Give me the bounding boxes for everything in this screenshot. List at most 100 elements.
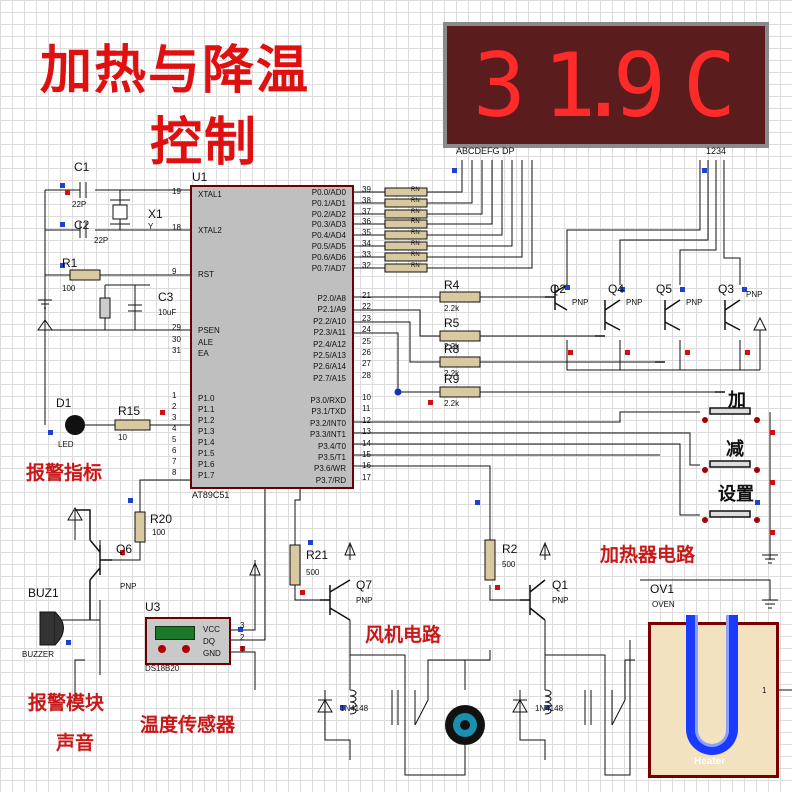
mcu-pin-number: 8	[172, 468, 177, 477]
mcu-pin-name: P3.7/RD	[315, 475, 346, 485]
mcu-pin-name: P3.0/RXD	[310, 396, 346, 405]
mcu-pin-name: P0.6/AD6	[311, 252, 346, 262]
r1-val: 100	[62, 284, 76, 293]
digit-4: C	[683, 34, 736, 137]
mcu-ref: U1	[192, 170, 208, 184]
mcu-pin-number: 37	[362, 206, 371, 216]
mcu-pin-number: 25	[362, 336, 371, 346]
button-set[interactable]: 设置	[718, 484, 754, 505]
mcu-pin-name: P2.0/A8	[317, 294, 346, 303]
q5-val: PNP	[686, 298, 703, 307]
resistor-pack-mark: RN	[411, 241, 420, 247]
mcu-pin-number: 21	[362, 291, 371, 300]
button-subtract[interactable]: 减	[726, 439, 744, 460]
heater-label: Heater	[694, 756, 726, 767]
mcu-pin-name: P1.0	[198, 394, 215, 403]
resistor-pack-mark: RN	[411, 262, 420, 269]
mcu-pin-number: 36	[362, 217, 371, 227]
mcu-pin-name: P2.2/A10	[313, 316, 346, 326]
button-add[interactable]: 加	[728, 390, 746, 411]
mcu-pin-name: XTAL1	[198, 190, 222, 199]
mcu-pin-name: P0.7/AD7	[311, 263, 346, 273]
mcu-pin-name: P0.2/AD2	[311, 209, 346, 219]
mcu-pin-number: 24	[362, 325, 371, 335]
label-alarm-indicator: 报警指标	[26, 462, 103, 484]
ds18b20-num-1: 1	[240, 645, 245, 654]
segment-pin-label: ABCDEFG DP	[456, 146, 515, 156]
r15-val: 10	[118, 433, 127, 442]
r20-val: 100	[152, 528, 166, 537]
mcu-pin-name: P0.0/AD0	[311, 188, 346, 197]
q7-ref: Q7	[356, 578, 373, 592]
mcu-pin-number: 7	[172, 457, 177, 466]
mcu-pin-number: 16	[362, 461, 371, 471]
r15-ref: R15	[118, 404, 141, 418]
mcu-pin-name: P0.3/AD3	[311, 220, 346, 230]
title-line-1: 加热与降温	[40, 41, 311, 101]
ds18b20-num-2: 2	[240, 633, 245, 642]
mcu-pin-number: 34	[362, 239, 371, 248]
d1-ref: D1	[56, 396, 72, 410]
mcu-pin-name: P3.5/T1	[317, 453, 346, 462]
mcu-pin-name: P1.2	[198, 416, 215, 425]
mcu-pin-number: 26	[362, 348, 371, 357]
q7-val: PNP	[356, 596, 373, 605]
label-alarm-sound-2: 声音	[56, 732, 95, 754]
ds18b20-window	[155, 626, 195, 640]
ov1-val: OVEN	[652, 600, 675, 609]
ds18b20-btn-2[interactable]	[182, 645, 190, 653]
mcu-pin-number: 15	[362, 450, 371, 459]
mcu-pin-number: 12	[362, 415, 371, 425]
x1-ref: X1	[148, 207, 163, 221]
q2-ref: Q2	[550, 282, 567, 296]
mcu-pin-name: P0.5/AD5	[311, 242, 346, 251]
seven-segment-display[interactable]: 3 1 . 9 C	[443, 22, 769, 148]
label-fan-circuit: 风机电路	[365, 624, 442, 646]
ov1-ref: OV1	[650, 582, 675, 596]
resistor-pack-mark: RN	[411, 219, 420, 226]
digit-1: 3	[473, 34, 526, 137]
mcu-pin-number: 30	[172, 335, 181, 344]
x1-val: Y	[148, 222, 154, 231]
buz1-ref: BUZ1	[28, 586, 59, 600]
mcu-pin-name: P2.1/A9	[317, 305, 346, 315]
ds18b20-btn-1[interactable]	[158, 645, 166, 653]
mcu-pin-name: P1.4	[198, 438, 215, 447]
q3-val: PNP	[746, 290, 763, 299]
ds18b20-pin-dq: DQ	[203, 637, 215, 646]
d1-val: LED	[58, 440, 74, 449]
mcu-pin-number: 1	[172, 391, 177, 400]
mcu-pin-name: P3.1/TXD	[311, 407, 346, 417]
oven-pin: 1	[762, 686, 767, 695]
c2-ref: C2	[74, 218, 90, 232]
mcu-part: AT89C51	[192, 490, 230, 500]
mcu-pin-name: P1.5	[198, 449, 215, 458]
r5-ref: R5	[444, 316, 460, 330]
mcu-pin-number: 39	[362, 185, 371, 194]
mcu-pin-name: P0.1/AD1	[311, 198, 346, 208]
mcu-pin-name: P3.2/INT0	[309, 418, 346, 428]
mcu-pin-name: P1.3	[198, 427, 215, 436]
buz1-val: BUZZER	[22, 650, 54, 659]
mcu-pin-name: P3.4/T0	[317, 441, 346, 451]
mcu-pin-number: 4	[172, 424, 177, 433]
heater-element-core	[695, 615, 729, 747]
r8-ref: R8	[444, 342, 460, 356]
mcu-pin-name: P1.1	[198, 405, 215, 414]
mcu-pin-number: 19	[172, 187, 181, 196]
resistor-pack-mark: RN	[411, 197, 420, 204]
q4-ref: Q4	[608, 282, 625, 296]
ds18b20-chip[interactable]	[145, 617, 231, 665]
mcu-chip[interactable]	[190, 185, 354, 489]
mcu-pin-name: P3.3/INT1	[309, 430, 346, 440]
mcu-pin-number: 10	[362, 393, 371, 402]
r21-val: 500	[306, 568, 320, 577]
c1-ref: C1	[74, 160, 90, 174]
mcu-pin-number: 18	[172, 223, 181, 232]
mcu-pin-number: 29	[172, 323, 181, 332]
resistor-pack-mark: RN	[411, 230, 420, 237]
label-heater-circuit: 加热器电路	[600, 544, 696, 566]
mcu-pin-number: 35	[362, 228, 371, 238]
label-alarm-sound-1: 报警模块	[28, 692, 105, 714]
d-heat-val: 1N4148	[535, 704, 564, 713]
